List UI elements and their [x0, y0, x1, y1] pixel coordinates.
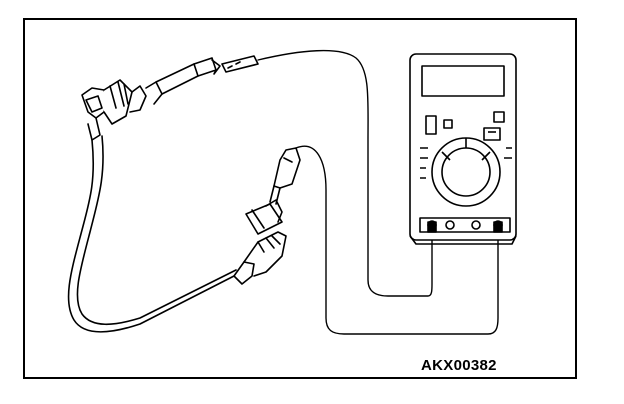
figure-frame: [23, 18, 577, 379]
multimeter-icon: [409, 53, 517, 245]
figure-code: AKX00382: [421, 357, 497, 374]
test-leads: [257, 49, 499, 335]
spark-plug-cable-icon: [67, 55, 301, 333]
